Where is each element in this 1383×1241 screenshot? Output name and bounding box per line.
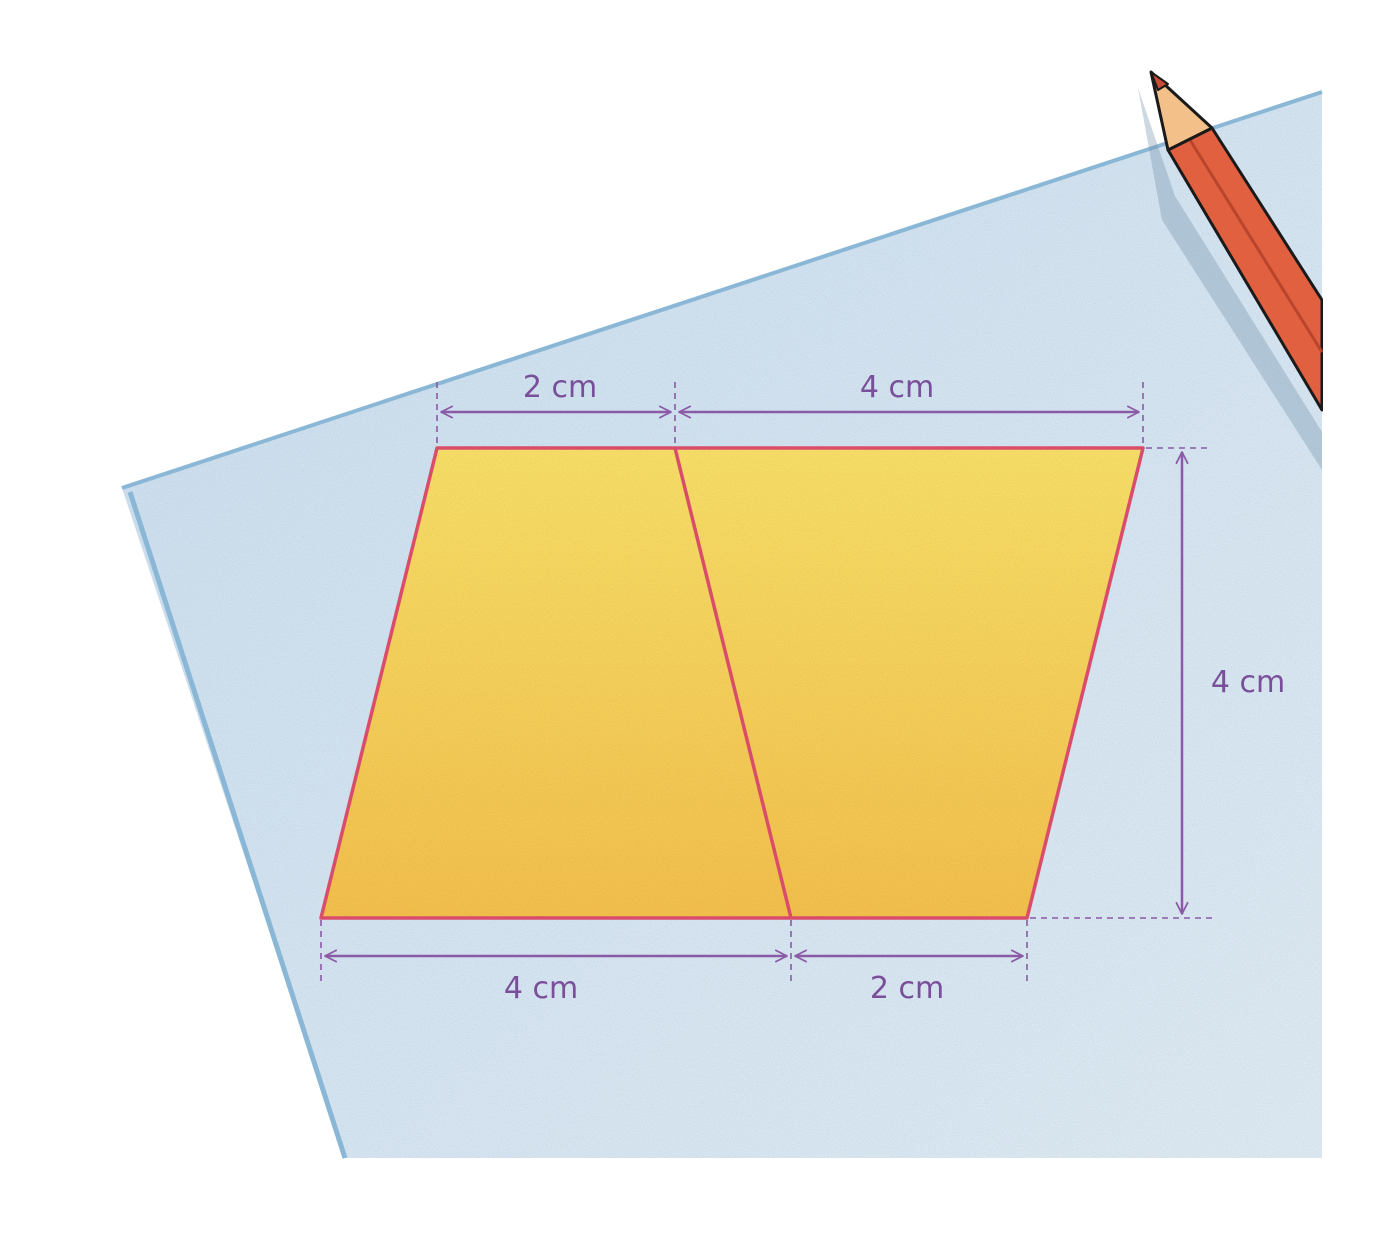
trapezoid-pair xyxy=(319,446,1145,920)
right-margin xyxy=(1323,0,1383,1241)
pencil-illustration xyxy=(1138,70,1324,470)
pencil-wood-tip xyxy=(1149,70,1214,152)
label-bottom-left: 4 cm xyxy=(504,971,578,1006)
dimension-arrows xyxy=(324,405,1189,963)
pencil-lead xyxy=(1150,71,1169,91)
bottom-margin xyxy=(0,1159,1383,1241)
label-right-height: 4 cm xyxy=(1211,665,1285,700)
paper-left-edge xyxy=(127,491,348,1159)
extension-lines xyxy=(320,382,1212,985)
shape-outline xyxy=(319,446,1145,920)
label-top-left: 2 cm xyxy=(523,370,597,405)
pencil-stripe xyxy=(1188,139,1324,353)
dimension-labels: 2 cm 4 cm 4 cm 4 cm 2 cm xyxy=(504,370,1285,1006)
dividing-line xyxy=(673,447,793,919)
label-bottom-right: 2 cm xyxy=(870,971,944,1006)
paper-top-edge xyxy=(121,90,1323,490)
label-top-right: 4 cm xyxy=(860,370,934,405)
pencil-shadow xyxy=(1138,88,1322,470)
